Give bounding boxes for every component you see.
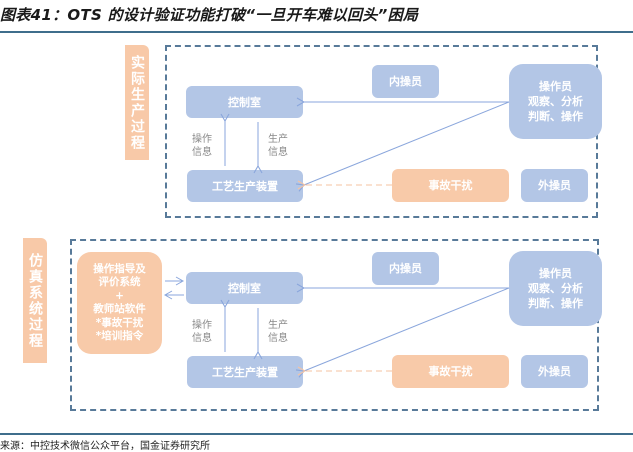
source-note: 来源：中控技术微信公众平台，国金证券研究所	[0, 441, 210, 452]
operator-to-process-unit-arrow	[304, 287, 510, 371]
operator-line-1: 操作员	[539, 80, 572, 93]
op-info-line-2: 信息	[192, 333, 212, 344]
process-unit-box: 工艺生产装置	[187, 170, 303, 202]
prod-info-line-2: 信息	[268, 147, 288, 158]
incident-box: 事故干扰	[392, 169, 509, 202]
figure-title: 图表41：OTS 的设计验证功能打破“一旦开车难以回头”困局	[0, 6, 419, 24]
trainer-line-6: *培训指令	[95, 330, 144, 342]
outer-operator-box: 外操员	[521, 169, 588, 202]
simulation-process-frame	[70, 239, 599, 411]
op-info-label: 操作 信息	[192, 319, 212, 345]
prod-info-line-1: 生产	[268, 320, 288, 331]
operator-line-3: 判断、操作	[528, 297, 583, 310]
top-rule	[0, 31, 633, 33]
operator-line-2: 观察、分析	[528, 95, 583, 108]
trainer-line-1: 操作指导及	[93, 262, 146, 275]
operator-box: 操作员 观察、分析 判断、操作	[509, 64, 602, 139]
side-label-simulation-process: 仿真系统过程	[23, 238, 47, 363]
op-info-line-2: 信息	[192, 147, 212, 158]
control-room-box: 控制室	[186, 86, 303, 118]
prod-info-label: 生产 信息	[268, 133, 288, 159]
operator-line-1: 操作员	[539, 267, 572, 280]
trainer-line-2: 评价系统	[98, 276, 141, 288]
trainer-line-4: 教师站软件	[93, 303, 146, 315]
operator-box: 操作员 观察、分析 判断、操作	[509, 251, 602, 326]
prod-info-line-1: 生产	[268, 134, 288, 145]
control-room-to-trainer-arrowhead	[163, 290, 173, 300]
operator-line-3: 判断、操作	[528, 110, 583, 123]
process-unit-box: 工艺生产装置	[187, 356, 303, 388]
panel2-connectors	[163, 276, 510, 371]
op-info-label: 操作 信息	[192, 133, 212, 159]
operator-to-process-unit-arrow	[304, 101, 510, 185]
operator-line-2: 观察、分析	[528, 282, 583, 295]
outer-operator-box: 外操员	[521, 355, 588, 388]
trainer-to-control-room-arrowhead	[175, 276, 185, 286]
trainer-line-5: *事故干扰	[95, 316, 144, 329]
op-info-line-1: 操作	[192, 320, 212, 331]
prod-info-line-2: 信息	[268, 333, 288, 344]
side-label-real-process: 实际生产过程	[125, 45, 149, 160]
control-room-box: 控制室	[186, 272, 303, 304]
bottom-rule	[0, 433, 633, 435]
inner-operator-box: 内操员	[372, 65, 439, 98]
trainer-system-box: 操作指导及 评价系统 + 教师站软件 *事故干扰 *培训指令	[77, 252, 162, 354]
prod-info-label: 生产 信息	[268, 319, 288, 345]
op-info-line-1: 操作	[192, 134, 212, 145]
panel1-connectors	[225, 101, 510, 185]
trainer-line-3: +	[115, 289, 124, 302]
incident-box: 事故干扰	[392, 355, 509, 388]
inner-operator-box: 内操员	[372, 252, 439, 285]
